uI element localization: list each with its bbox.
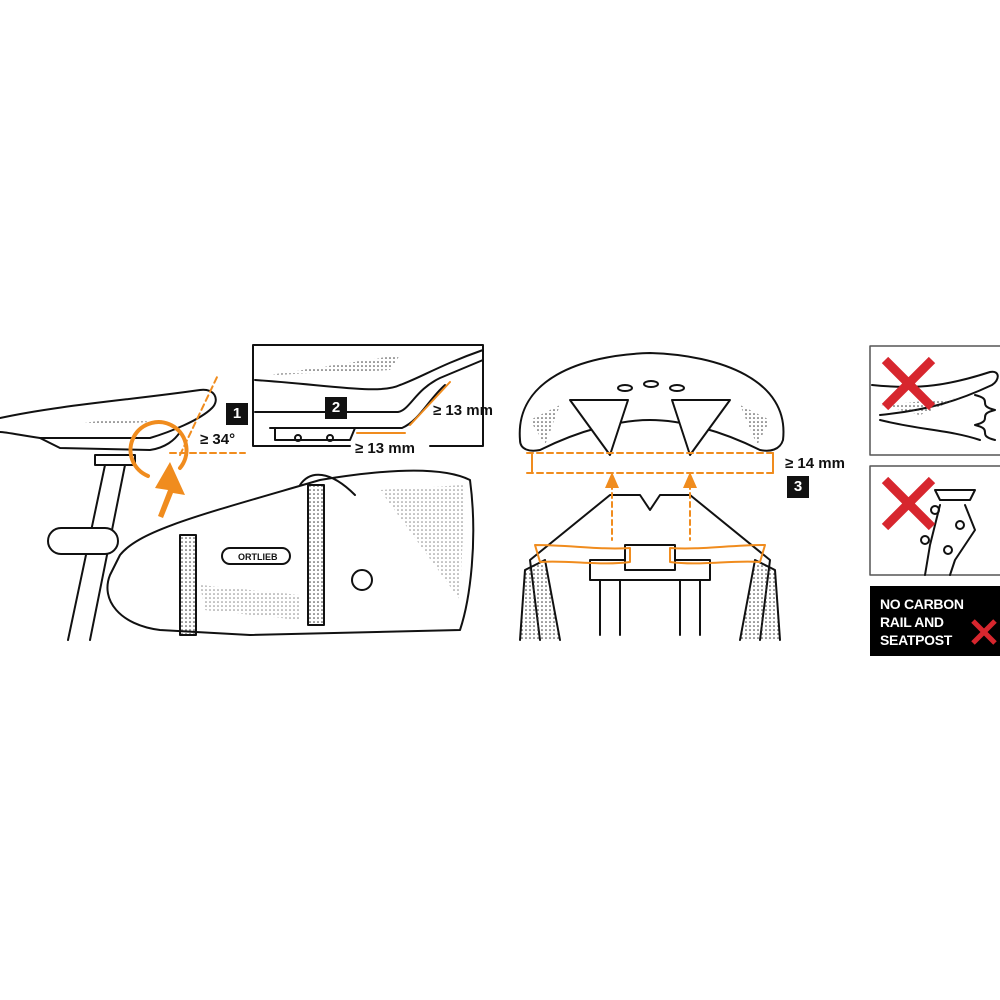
horizontal-clearance-label: ≥ 13 mm	[355, 440, 415, 457]
step-1-badge: 1	[226, 403, 248, 425]
red-x-icon	[881, 356, 936, 531]
step-3-badge: 3	[787, 476, 809, 498]
rear-saddle	[518, 352, 785, 641]
panel-suspension-seatpost	[869, 465, 1000, 576]
up-arrow-icon	[155, 462, 185, 518]
panel-suspension-saddle	[869, 345, 1000, 456]
rail-clearance-label: ≥ 14 mm	[785, 455, 845, 472]
warning-line: NO CARBON	[880, 596, 964, 612]
step-2-badge: 2	[325, 397, 347, 419]
vertical-clearance-label: ≥ 13 mm	[433, 402, 493, 419]
rail-clamp-highlight	[526, 452, 778, 565]
strap	[179, 534, 197, 636]
warning-line: RAIL AND	[880, 614, 944, 630]
warning-line: SEATPOST	[880, 632, 953, 648]
saddle-bag: ORTLIEB	[47, 469, 475, 636]
brand-logo	[221, 547, 291, 565]
no-carbon-warning: NO CARBON RAIL AND SEATPOST	[870, 586, 1000, 656]
orange-rotation-icon	[128, 374, 246, 478]
seatpost-clamp	[47, 527, 119, 555]
red-x-icon	[971, 619, 997, 645]
angle-label: ≥ 34°	[200, 431, 236, 448]
up-arrow-icon	[605, 472, 697, 488]
strap	[307, 484, 325, 626]
inset-2	[252, 344, 484, 447]
brand-logo-text: ORTLIEB	[238, 552, 278, 562]
valve-icon	[351, 569, 373, 591]
